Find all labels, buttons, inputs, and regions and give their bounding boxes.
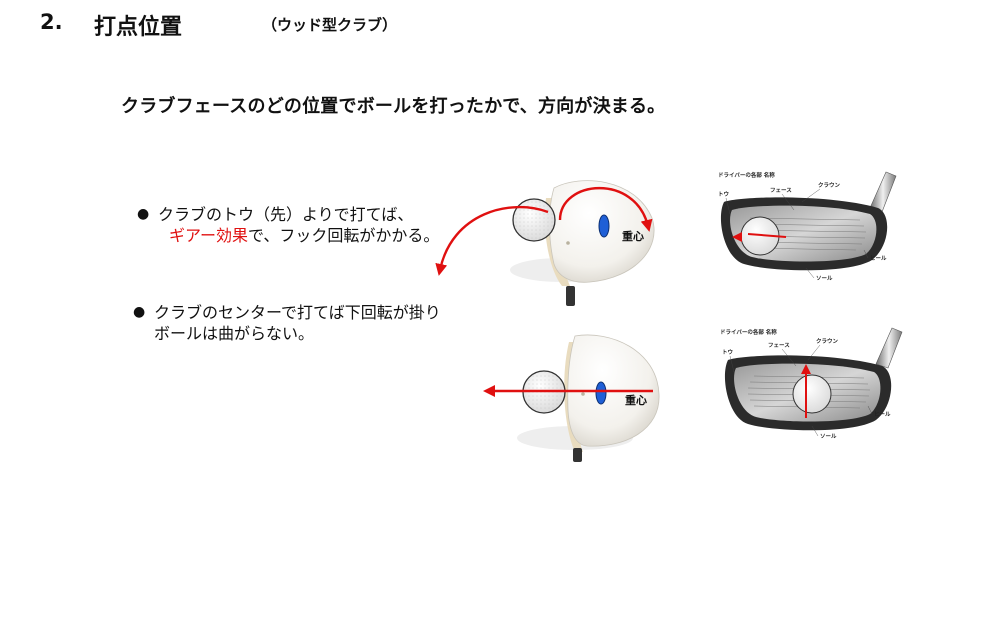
label-crown: クラウン (816, 337, 839, 345)
leader-lines (729, 344, 873, 437)
leader-lines (725, 188, 869, 279)
club-head-top-illustration: 重心 (435, 180, 655, 306)
lead-text: クラブフェースのどの位置でボールを打ったかで、方向が決まる。 (121, 96, 666, 117)
face-diagram-top: ドライバーの各部 名称 トウ フェース クラウン ヒール ソール (718, 171, 897, 282)
club-dot (566, 241, 570, 245)
offset-line (747, 233, 787, 238)
label-sole: ソール (816, 275, 833, 282)
diagram-heading: ドライバーの各部 名称 (720, 328, 777, 336)
club-dot (581, 392, 585, 396)
label-heel: ヒール (870, 255, 887, 262)
spin-arrow-head (801, 364, 811, 374)
bullet-line: クラブのトウ（先）よりで打てば、 (158, 205, 414, 224)
bullet-dot: ● (133, 304, 146, 320)
bullet-line: クラブのセンターで打てば下回転が掛り (154, 303, 441, 322)
face-diagram-bottom: ドライバーの各部 名称 トウ フェース クラウン ヒール ソール (720, 327, 903, 440)
club-head-bottom-illustration: 重心 (483, 334, 660, 462)
label-sole: ソール (820, 433, 837, 440)
cg-label: 重心 (622, 229, 644, 243)
label-heel: ヒール (874, 411, 891, 418)
diagram-heading: ドライバーの各部 名称 (718, 171, 775, 179)
gear-effect-text: ギアー効果 (169, 226, 249, 245)
bullet-center-hit: ● クラブのセンターで打てば下回転が掛り ボールは曲がらない。 (133, 302, 493, 344)
club-shaft (869, 171, 897, 213)
section-number: 2. (40, 10, 63, 34)
club-hosel (573, 448, 582, 462)
bullet-line: ギアー効果で、フック回転がかかる。 (137, 225, 467, 246)
section-title: 打点位置 (94, 15, 183, 40)
club-shaft (875, 327, 903, 369)
label-face: フェース (768, 342, 790, 349)
section-subtitle: （ウッド型クラブ） (262, 16, 398, 34)
bullet-line: ボールは曲がらない。 (154, 324, 315, 343)
hook-direction-arrow (435, 205, 549, 276)
label-toe: トウ (722, 348, 733, 356)
center-of-gravity-marker (595, 381, 607, 405)
bullet-dot: ● (137, 206, 150, 222)
bullet-line-rest: で、フック回転がかかる。 (248, 226, 440, 245)
bullet-toe-hit: ● クラブのトウ（先）よりで打てば、 ギアー効果で、フック回転がかかる。 (137, 204, 467, 246)
label-face: フェース (770, 187, 792, 194)
center-of-gravity-marker (598, 214, 610, 238)
cg-label: 重心 (625, 393, 647, 407)
golf-ball (792, 374, 832, 414)
club-hosel (566, 286, 575, 306)
spin-arrow-arc (558, 186, 653, 232)
label-crown: クラウン (818, 181, 841, 189)
label-toe: トウ (718, 190, 729, 198)
offset-arrow-head (732, 232, 742, 242)
